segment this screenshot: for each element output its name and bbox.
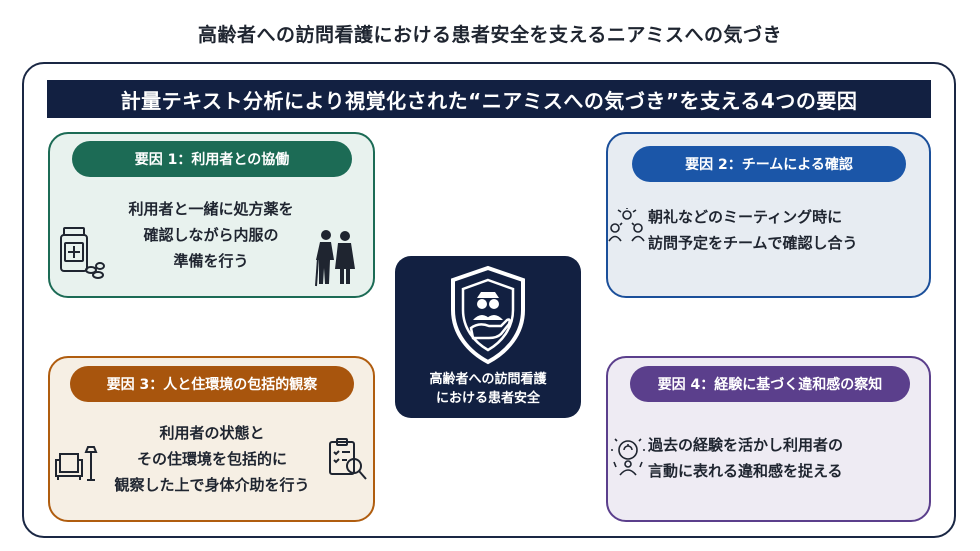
- experience-idea-icon: [611, 438, 645, 476]
- armchair-lamp-icon: [55, 446, 98, 481]
- factor-4-line-1: 過去の経験を活かし利用者の: [648, 436, 844, 454]
- factor-1-line-1: 利用者と一緒に処方薬を: [128, 200, 294, 218]
- factor-label-1: 要因 1：利用者との協働: [72, 141, 352, 177]
- factor-1-line-2: 確認しながら内服の: [143, 226, 279, 244]
- factor-description-2: 朝礼などのミーティング時に 訪問予定をチームで確認し合う: [648, 204, 910, 256]
- factor-description-1: 利用者と一緒に処方薬を 確認しながら内服の 準備を行う: [100, 196, 322, 274]
- factor-label-3: 要因 3：人と住環境の包括的観察: [70, 366, 354, 402]
- factor-description-3: 利用者の状態と その住環境を包括的に 観察した上で身体介助を行う: [90, 420, 334, 498]
- shield-hand-icon: [451, 265, 525, 365]
- factor-1-line-3: 準備を行う: [173, 252, 249, 270]
- factor-3-line-2: その住環境を包括的に: [136, 450, 287, 468]
- page-title: 高齢者への訪問看護における患者安全を支えるニアミスへの気づき: [197, 24, 783, 46]
- center-label-line-2: における患者安全: [435, 391, 540, 406]
- clipboard-magnifier-icon: [329, 438, 367, 480]
- medicine-bottle-icon: [60, 227, 105, 279]
- center-label: 高齢者への訪問看護 における患者安全: [395, 370, 581, 408]
- banner-heading: 計量テキスト分析により視覚化された“ニアミスへの気づき”を支える4つの要因: [47, 80, 931, 118]
- factor-2-line-1: 朝礼などのミーティング時に: [648, 208, 843, 226]
- factor-4-line-2: 言動に表れる違和感を捉える: [648, 462, 843, 480]
- factor-description-4: 過去の経験を活かし利用者の 言動に表れる違和感を捉える: [648, 432, 910, 484]
- factor-3-line-3: 観察した上で身体介助を行う: [114, 476, 310, 494]
- center-label-line-1: 高齢者への訪問看護: [429, 372, 547, 387]
- factor-label-4: 要因 4：経験に基づく違和感の察知: [630, 366, 910, 402]
- diagram-frame: [22, 62, 956, 538]
- factor-3-line-1: 利用者の状態と: [159, 424, 265, 442]
- elderly-couple-icon: [315, 230, 355, 287]
- team-discussion-icon: [608, 208, 645, 242]
- factor-2-line-2: 訪問予定をチームで確認し合う: [648, 234, 858, 252]
- factor-label-2: 要因 2：チームによる確認: [632, 146, 906, 182]
